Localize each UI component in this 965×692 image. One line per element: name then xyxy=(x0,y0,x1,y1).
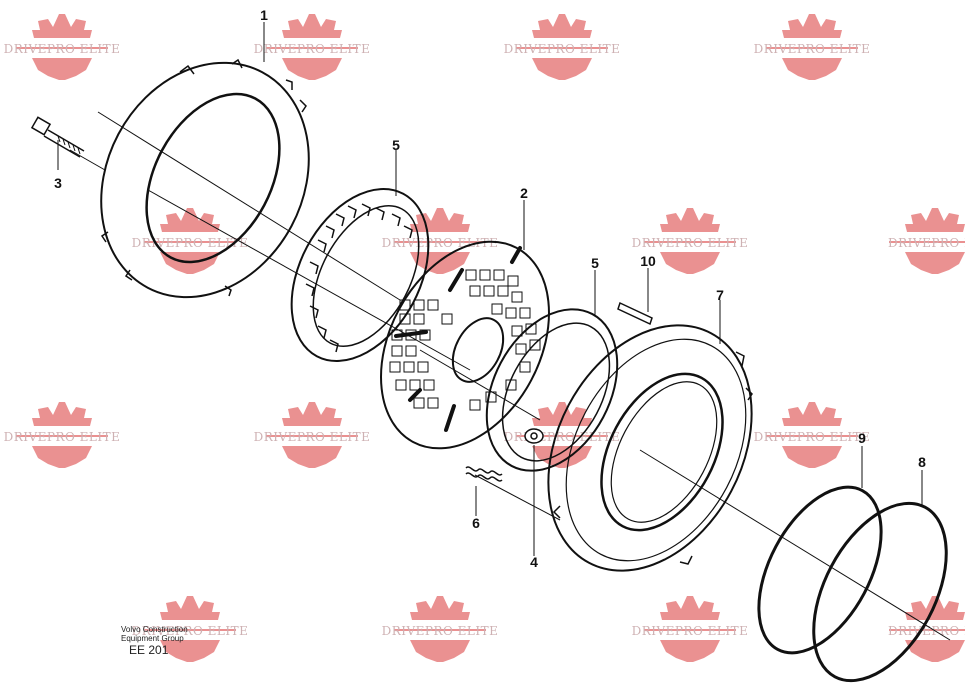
watermark-text: DRIVEPRO ELITE xyxy=(254,430,371,444)
part-10-pin xyxy=(617,301,653,326)
watermark-text: DRIVEPRO ELITE xyxy=(4,430,121,444)
watermark-text: DRIVEPRO ELITE xyxy=(754,42,871,56)
credit-line-1: Volvo Construction xyxy=(121,625,188,634)
watermark-text: DRIVEPRO ELITE xyxy=(504,430,621,444)
watermark-text: DRIVEPRO ELITE xyxy=(888,624,965,638)
credit-line-2: Equipment Group xyxy=(121,634,184,643)
watermark-text: DRIVEPRO ELITE xyxy=(888,236,965,250)
watermark-text: DRIVEPRO ELITE xyxy=(504,42,621,56)
figure-code: EE 201 xyxy=(129,643,169,657)
part-1-outer-plate xyxy=(100,58,310,299)
callout-1: 1 xyxy=(260,7,268,23)
callout-6: 6 xyxy=(472,515,480,531)
callout-5-upper: 5 xyxy=(392,137,400,153)
part-8-o-ring xyxy=(812,501,948,683)
watermark-text: DRIVEPRO ELITE xyxy=(254,42,371,56)
leader-lines xyxy=(57,22,923,556)
watermark-text: DRIVEPRO ELITE xyxy=(632,236,749,250)
watermark-layer: DRIVEPRO ELITE DRIVEPRO ELITE DRIVEPRO E… xyxy=(4,13,965,663)
watermark-text: DRIVEPRO ELITE xyxy=(132,236,249,250)
watermark-text: DRIVEPRO ELITE xyxy=(382,236,499,250)
callout-10: 10 xyxy=(640,253,656,269)
callout-5-lower: 5 xyxy=(591,255,599,271)
part-2-friction-disc xyxy=(380,240,550,450)
callout-3: 3 xyxy=(54,175,62,191)
part-5-toothed-ring xyxy=(290,188,430,362)
watermark-text: DRIVEPRO ELITE xyxy=(132,624,249,638)
part-4-nut xyxy=(524,428,544,444)
callout-9: 9 xyxy=(858,430,866,446)
watermark-text: DRIVEPRO ELITE xyxy=(4,42,121,56)
watermark-text: DRIVEPRO ELITE xyxy=(382,624,499,638)
watermark-text: DRIVEPRO ELITE xyxy=(754,430,871,444)
part-7-piston-housing xyxy=(547,324,753,572)
callout-8: 8 xyxy=(918,454,926,470)
part-9-o-ring xyxy=(757,485,883,655)
callout-2: 2 xyxy=(520,185,528,201)
part-6-spring xyxy=(465,466,503,482)
callout-4: 4 xyxy=(530,554,538,570)
part-5-thin-ring xyxy=(485,308,619,472)
assembly-axis-lines xyxy=(69,111,951,641)
part-3-bolt xyxy=(30,116,85,158)
callout-7: 7 xyxy=(716,287,724,303)
watermark-text: DRIVEPRO ELITE xyxy=(632,624,749,638)
